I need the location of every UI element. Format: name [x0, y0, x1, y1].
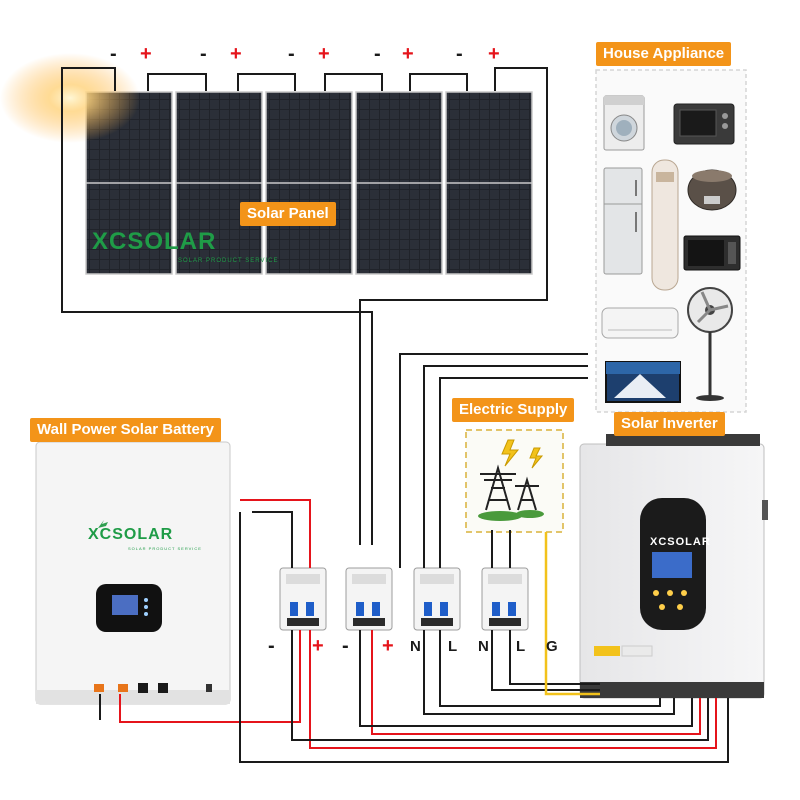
panel-positive-marker: +	[230, 43, 242, 65]
terminal-label-positive: +	[382, 635, 394, 657]
house-appliance-panel	[595, 69, 747, 413]
solar-panel-array	[85, 91, 533, 275]
panel-positive-marker: +	[318, 43, 330, 65]
solar-panel	[355, 91, 443, 275]
terminal-label-negative: -	[342, 635, 349, 657]
lightning-icon	[501, 439, 520, 467]
breaker-row	[279, 567, 529, 631]
battery-brand-tagline: SOLAR PRODUCT SERVICE	[128, 546, 202, 551]
stand-fan-icon	[687, 287, 733, 401]
circuit-breaker	[345, 567, 393, 631]
panel-wiring	[61, 67, 548, 545]
panel-negative-marker: -	[456, 43, 463, 65]
terminal-label-neutral: N	[478, 638, 489, 655]
caution-label	[594, 646, 620, 656]
solar-panel	[445, 91, 533, 275]
negative-and-ac-wiring	[99, 353, 729, 763]
panel-negative-marker: -	[374, 43, 381, 65]
washing-machine-icon	[603, 95, 645, 151]
microwave-icon	[683, 235, 741, 271]
panel-negative-marker: -	[110, 43, 117, 65]
electric-supply-label: Electric Supply	[452, 398, 575, 422]
ground-wiring	[544, 532, 600, 696]
circuit-breaker	[481, 567, 529, 631]
panel-brand-tagline: SOLAR PRODUCT SERVICE	[178, 258, 279, 264]
solar-panel	[175, 91, 263, 275]
terminal-label-positive: +	[312, 635, 324, 657]
inverter-screen	[652, 552, 692, 578]
terminal-label-ground: G	[546, 638, 558, 655]
panel-positive-marker: +	[140, 43, 152, 65]
solar-panel-label: Solar Panel	[240, 202, 336, 226]
wall-air-conditioner-icon	[601, 307, 679, 339]
toaster-oven-icon	[673, 103, 735, 145]
electric-supply-grid	[465, 429, 564, 533]
transmission-tower-icon	[480, 464, 539, 511]
television-icon	[605, 361, 681, 403]
lightning-icon	[529, 447, 544, 469]
solar-inverter	[579, 434, 768, 699]
house-appliance-label: House Appliance	[596, 42, 732, 66]
refrigerator-icon	[603, 167, 643, 275]
panel-positive-marker: +	[488, 43, 500, 65]
terminal-label-live: L	[516, 638, 526, 655]
panel-negative-marker: -	[200, 43, 207, 65]
tower-air-conditioner-icon	[651, 159, 679, 291]
panel-negative-marker: -	[288, 43, 295, 65]
terminal-label-neutral: N	[410, 638, 421, 655]
terminal-label-live: L	[448, 638, 458, 655]
positive-wiring	[119, 499, 717, 749]
battery-brand-logo: XCSOLAR	[88, 526, 174, 543]
solar-panel	[265, 91, 353, 275]
circuit-breaker	[413, 567, 461, 631]
inverter-brand-logo: XCSOLAR	[650, 536, 711, 548]
terminal-label-negative: -	[268, 635, 275, 657]
sun-glare	[0, 53, 140, 143]
grass-icon	[478, 511, 522, 521]
circuit-breaker	[279, 567, 327, 631]
wall-power-battery	[35, 441, 231, 705]
rice-cooker-icon	[687, 169, 737, 211]
battery-label: Wall Power Solar Battery	[30, 418, 221, 442]
inverter-label: Solar Inverter	[614, 412, 725, 436]
panel-brand-logo: XCSOLAR	[92, 228, 217, 255]
panel-positive-marker: +	[402, 43, 414, 65]
